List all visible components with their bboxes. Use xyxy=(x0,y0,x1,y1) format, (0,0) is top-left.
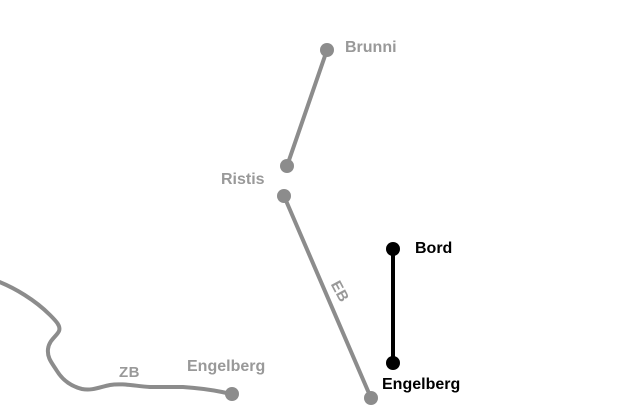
eb-cablecar-line xyxy=(282,194,373,400)
brunni-ristis-line xyxy=(285,48,329,168)
station-label-brunni: Brunni xyxy=(345,39,397,56)
station-label-bord: Bord xyxy=(415,240,453,257)
station-label-engelberg-active: Engelberg xyxy=(382,376,461,393)
line-label-zb: ZB xyxy=(119,364,140,381)
zb-railway-line xyxy=(0,280,233,396)
ristis-lower-station-dot xyxy=(277,189,291,203)
station-label-engelberg-zb: Engelberg xyxy=(187,358,266,375)
brunni-station-dot xyxy=(320,43,334,57)
zb-engelberg-station-dot xyxy=(225,387,239,401)
ristis-upper-station-dot xyxy=(280,159,294,173)
eb-valley-station-dot xyxy=(364,391,378,405)
engelberg-active-station-dot xyxy=(386,356,400,370)
bord-station-dot xyxy=(386,242,400,256)
station-label-ristis: Ristis xyxy=(221,171,265,188)
